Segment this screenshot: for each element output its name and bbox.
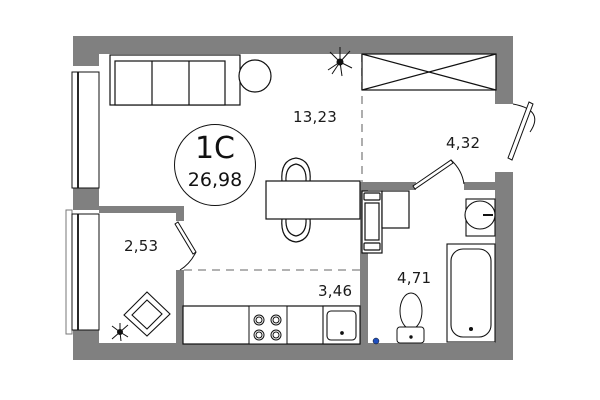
room-area-living: 13,23 xyxy=(293,108,337,126)
plant-icon xyxy=(111,323,129,342)
bathtub-icon xyxy=(446,243,496,343)
riser-icon xyxy=(372,337,380,345)
room-area-balcony: 2,53 xyxy=(124,237,159,255)
plant-icon xyxy=(327,47,353,77)
toilet-icon xyxy=(396,292,425,344)
round-table-icon xyxy=(238,59,272,93)
kitchen-sink-icon xyxy=(322,305,361,345)
bathroom-door-icon[interactable] xyxy=(412,159,465,190)
entrance-door-icon[interactable] xyxy=(507,101,536,161)
room-area-bathroom: 4,71 xyxy=(397,269,432,287)
window-upper xyxy=(71,71,100,189)
appliance-icon xyxy=(361,190,410,254)
walls xyxy=(73,36,513,360)
armchair-icon xyxy=(123,291,171,337)
wardrobe-icon xyxy=(361,53,497,91)
apartment-type: 1С xyxy=(194,131,236,166)
room-area-kitchen: 3,46 xyxy=(318,282,353,300)
room-area-hall: 4,32 xyxy=(446,134,481,152)
stove-icon xyxy=(248,305,288,345)
sofa-icon xyxy=(109,54,241,106)
dining-set-icon xyxy=(265,157,361,243)
total-area: 26,98 xyxy=(187,169,243,191)
balcony-door-icon[interactable] xyxy=(174,221,197,271)
washbasin-icon xyxy=(464,198,496,237)
apartment-badge: 1С 26,98 xyxy=(174,124,256,206)
window-lower xyxy=(65,209,100,335)
